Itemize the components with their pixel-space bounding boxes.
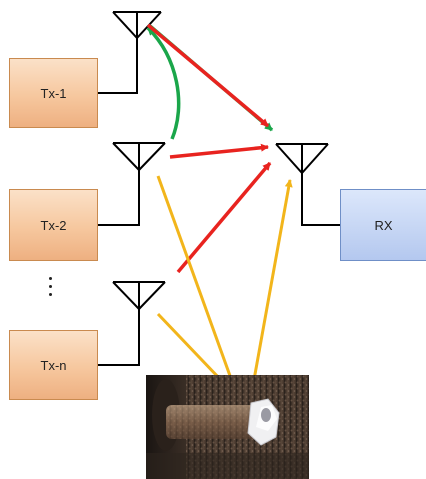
wire-txn [98, 309, 140, 366]
tx-1-label: Tx-1 [40, 85, 67, 101]
tx-2-box: Tx-2 [9, 189, 98, 261]
tx-n-box: Tx-n [9, 330, 98, 400]
direct-path-arrow [146, 23, 270, 128]
tx-2-label: Tx-2 [40, 217, 67, 233]
pipe-photo [146, 375, 309, 479]
coupling-arrow [146, 26, 181, 140]
reflected-path-arrow [156, 175, 240, 399]
direct-path-arrow [176, 161, 272, 274]
antenna-icon [275, 143, 329, 175]
rx-box: RX [340, 189, 426, 261]
vertical-ellipsis-icon [46, 277, 54, 301]
tx-1-box: Tx-1 [9, 58, 98, 128]
wire-tx2 [98, 170, 140, 226]
reflected-path-arrow [248, 179, 293, 403]
reflector-photo [146, 375, 309, 479]
rx-label: RX [374, 217, 393, 233]
direct-path-arrow [169, 143, 269, 159]
antenna-icon [112, 281, 166, 311]
antenna-icon [112, 11, 162, 40]
wire-tx1 [98, 38, 138, 94]
antenna-icon [112, 142, 166, 172]
wire-rx [301, 173, 340, 226]
tx-n-label: Tx-n [40, 357, 67, 373]
